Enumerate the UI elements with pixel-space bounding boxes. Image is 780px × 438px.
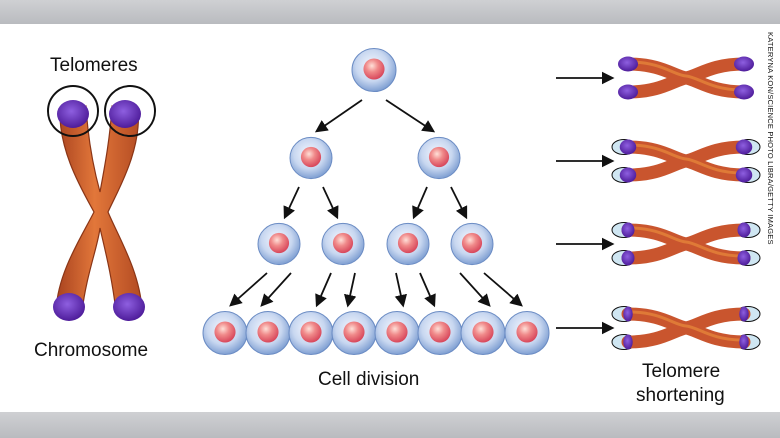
cell-nucleus [300, 146, 322, 168]
telomere-shortening-label-line2: shortening [636, 385, 725, 406]
telomere-cap-bottom-right [113, 293, 145, 321]
cell-nucleus [397, 232, 419, 254]
cell-nucleus [214, 321, 236, 343]
division-arrow [315, 272, 332, 308]
small-chromosome [618, 56, 754, 100]
telomere-cap [734, 56, 754, 72]
small-chromosome [611, 222, 761, 266]
division-arrow [385, 99, 436, 133]
cell [504, 310, 550, 356]
cell [460, 310, 506, 356]
cell-nucleus [429, 321, 451, 343]
division-arrow [322, 186, 339, 220]
telomere-cap-bottom-left [53, 293, 85, 321]
cell [289, 136, 333, 180]
telomere-cap [735, 167, 753, 183]
cell [450, 222, 494, 266]
telomere-cap [621, 222, 635, 238]
chromatid-highlight [628, 226, 744, 258]
cell [374, 310, 420, 356]
division-arrow [260, 272, 292, 307]
division-arrow [459, 272, 491, 307]
cell-nucleus [332, 232, 354, 254]
cell [386, 222, 430, 266]
division-arrow [343, 272, 357, 308]
division-arrow [412, 186, 428, 220]
cell [288, 310, 334, 356]
telomere-cap-top-right [109, 100, 141, 128]
telomere-cap [737, 250, 751, 266]
telomeres-label: Telomeres [50, 55, 138, 76]
cell [245, 310, 291, 356]
cell-nucleus [428, 146, 450, 168]
division-arrow [314, 99, 363, 133]
top-border-band [0, 0, 780, 24]
shortening-chromosomes [611, 56, 761, 350]
telomere-cap [734, 84, 754, 100]
cell [417, 136, 461, 180]
division-arrow [283, 186, 300, 220]
cell-nucleus [363, 58, 385, 80]
division-arrow [229, 272, 268, 307]
division-arrow [450, 186, 468, 220]
cell [257, 222, 301, 266]
chromosome-label: Chromosome [34, 340, 149, 361]
division-arrow [419, 272, 436, 308]
cell-nucleus [516, 321, 538, 343]
small-chromosome [611, 139, 761, 183]
telomere-highlight-circle-left [47, 85, 99, 137]
telomere-cap [618, 84, 638, 100]
chromatid-highlight [628, 310, 744, 342]
cell-nucleus [472, 321, 494, 343]
large-chromosome [47, 85, 156, 321]
chromatid-highlight [628, 60, 744, 92]
cell [417, 310, 463, 356]
cell [321, 222, 365, 266]
telomere-cap [623, 306, 633, 322]
telomere-cap [739, 334, 749, 350]
telomere-cap [735, 139, 753, 155]
photo-credit: KATERYNA KON/SCIENCE PHOTO LIBRA/GETTY I… [766, 32, 775, 245]
cell-nucleus [300, 321, 322, 343]
cell [351, 47, 397, 93]
chromatid-highlight [628, 143, 744, 175]
stage-arrows [556, 71, 615, 335]
cell-nucleus [461, 232, 483, 254]
chromatid [621, 223, 751, 265]
chromatid [621, 307, 751, 349]
telomere-cap-top-left [57, 100, 89, 128]
telomere-cap [621, 250, 635, 266]
telomere-cap [619, 139, 637, 155]
cell-nucleus [386, 321, 408, 343]
cell-nucleus [343, 321, 365, 343]
telomere-shortening-label-line1: Telomere [642, 361, 721, 382]
telomere-cap [739, 306, 749, 322]
telomere-cap [623, 334, 633, 350]
telomere-cap [737, 222, 751, 238]
cell-nucleus [268, 232, 290, 254]
chromatid [621, 140, 751, 182]
cell-division-tree [202, 47, 550, 356]
cell [202, 310, 248, 356]
telomere-cap [619, 167, 637, 183]
division-arrow [394, 272, 408, 308]
division-arrow [483, 272, 523, 307]
telomere-cap [618, 56, 638, 72]
bottom-border-band [0, 412, 780, 438]
cell [331, 310, 377, 356]
cell-nucleus [257, 321, 279, 343]
telomere-highlight-circle-right [104, 85, 156, 137]
chromatid [621, 57, 751, 99]
cell-division-label: Cell division [318, 369, 420, 390]
small-chromosome [611, 306, 761, 350]
